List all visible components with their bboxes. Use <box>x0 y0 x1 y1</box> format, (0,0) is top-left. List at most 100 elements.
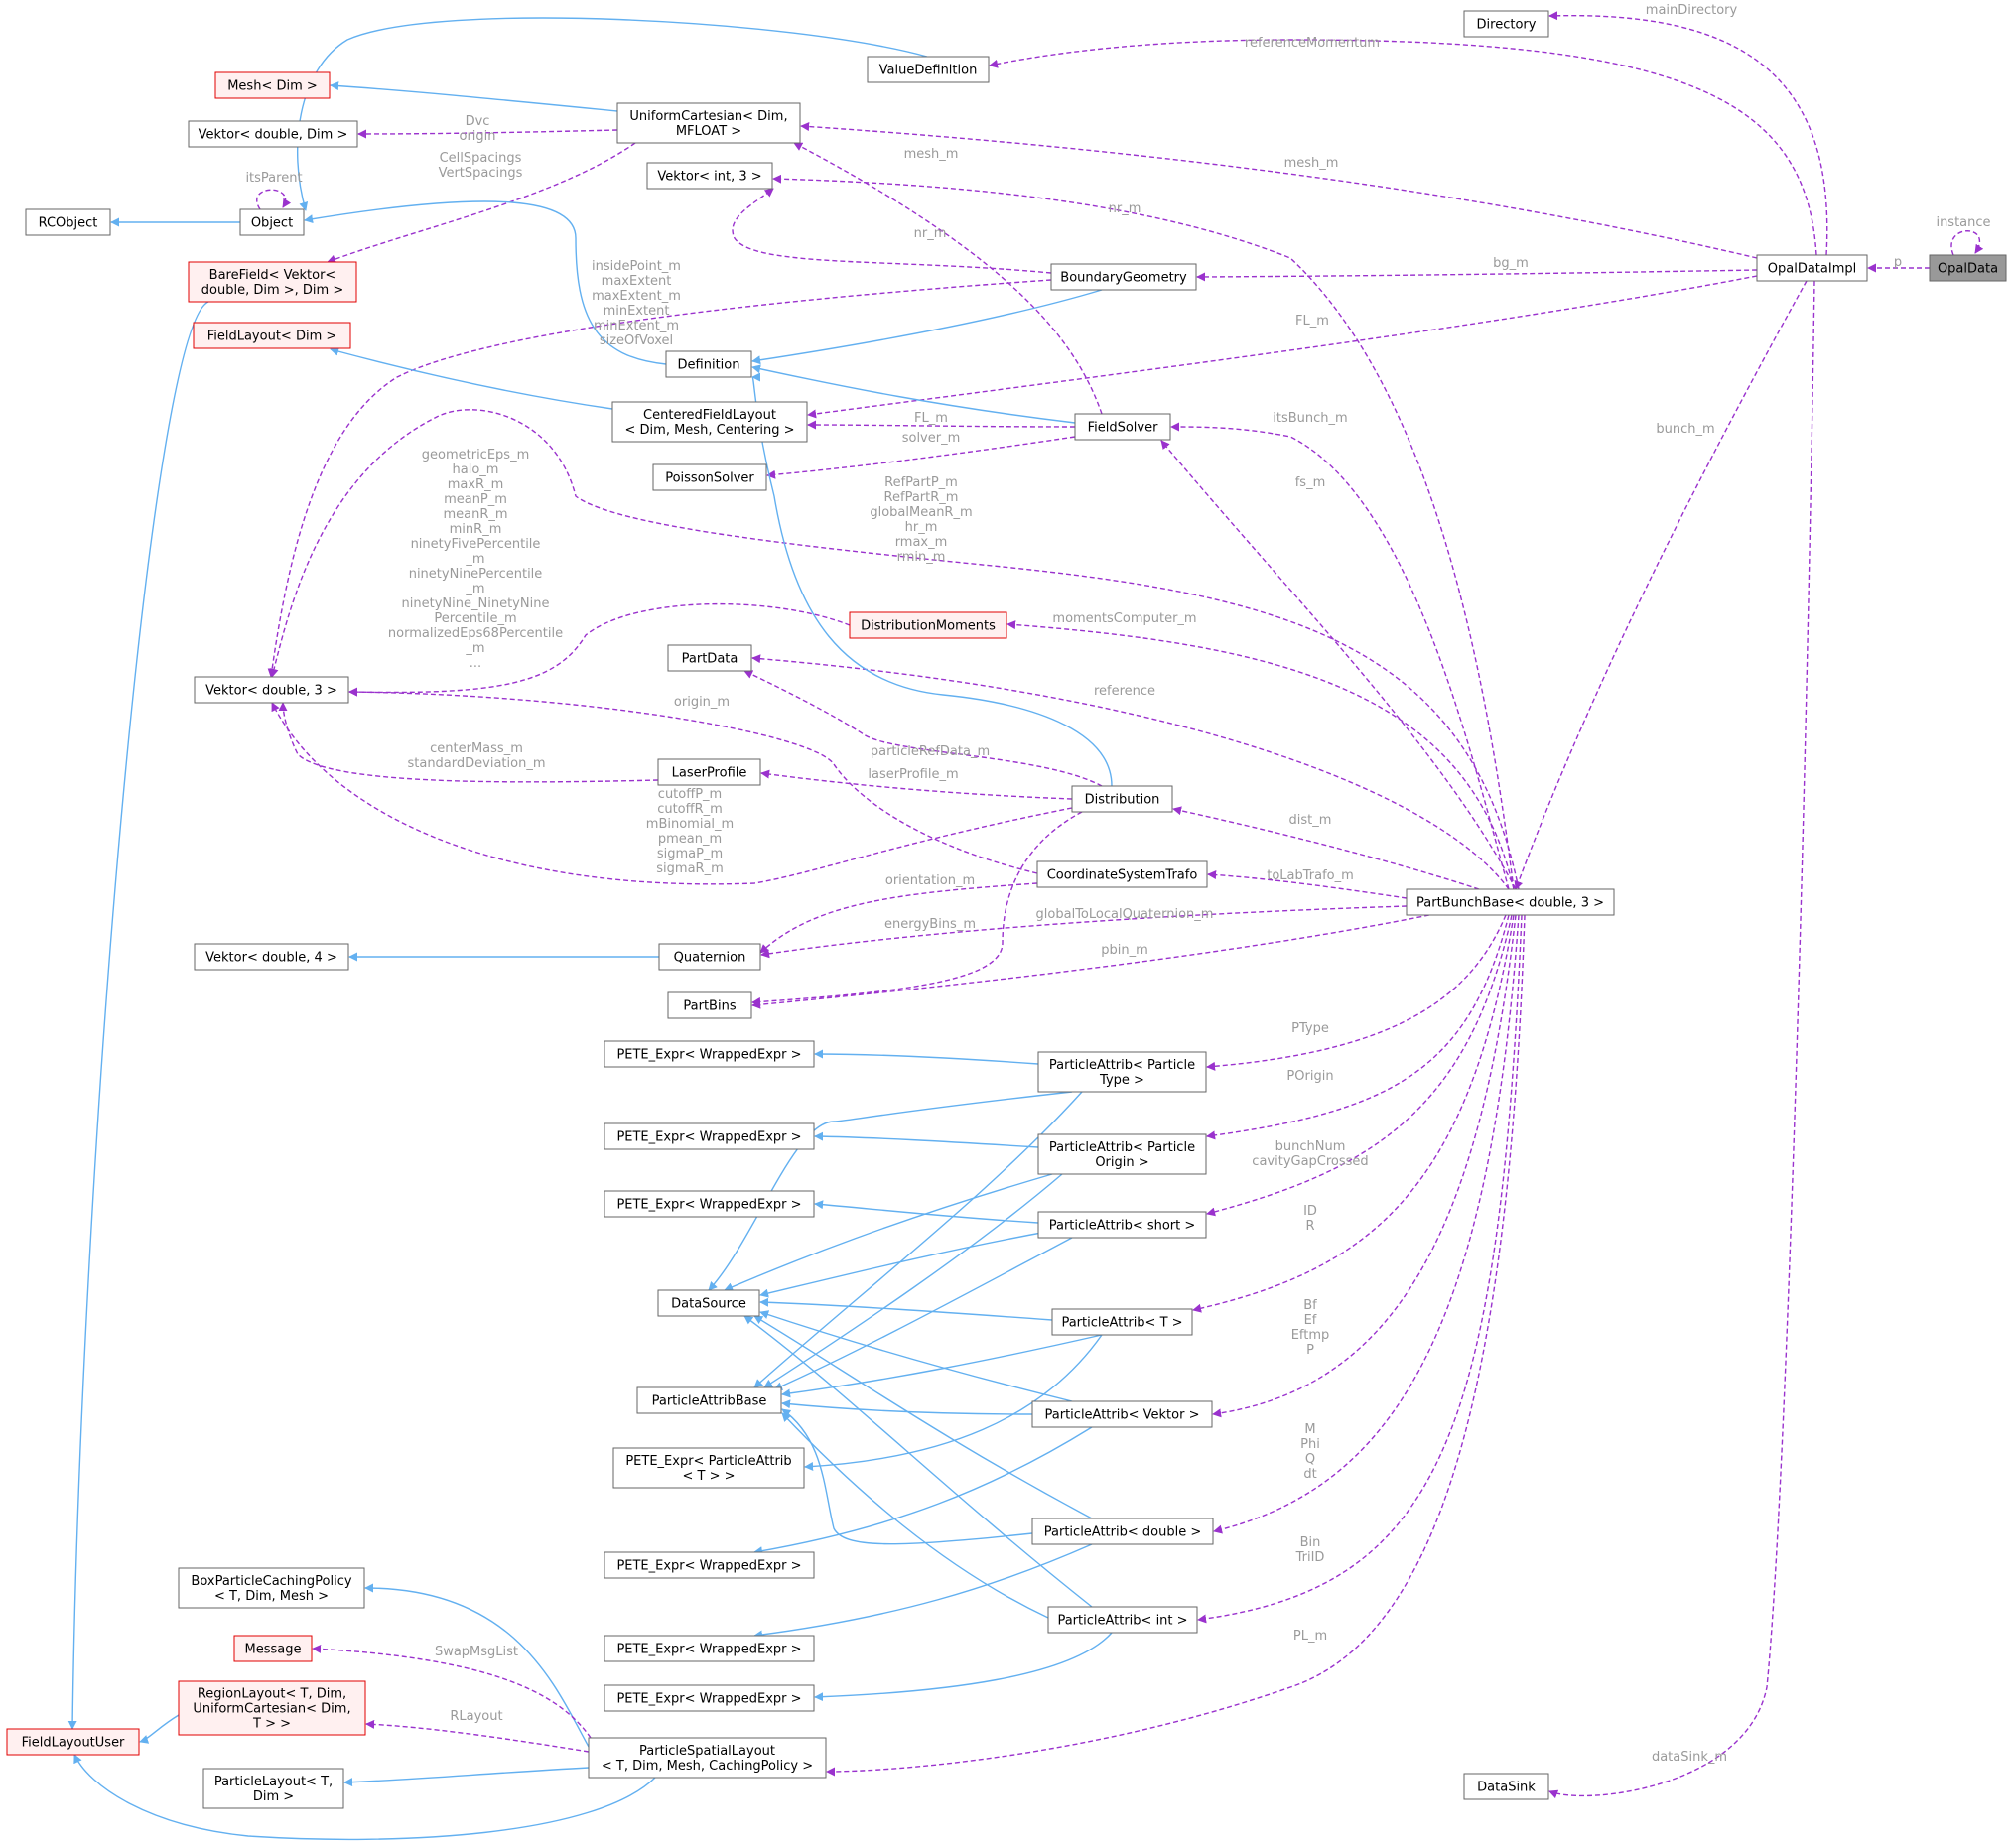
class-node-OpalDataImpl[interactable]: OpalDataImpl <box>1756 254 1868 282</box>
class-node-PADouble[interactable]: ParticleAttrib< double > <box>1031 1518 1214 1545</box>
class-node-RCObject[interactable]: RCObject <box>25 208 111 236</box>
class-node-label: Vektor< double, Dim > <box>199 128 348 143</box>
edge-label-ValueDefinition-OpalDataImpl: referenceMomentum <box>1245 36 1380 51</box>
class-node-PartData[interactable]: PartData <box>667 644 752 672</box>
class-node-MeshDim[interactable]: Mesh< Dim > <box>214 71 331 99</box>
class-node-box <box>1050 263 1197 291</box>
class-node-DataSink[interactable]: DataSink <box>1463 1773 1549 1800</box>
class-node-PETE6[interactable]: PETE_Expr< WrappedExpr > <box>604 1684 815 1712</box>
class-node-box <box>1406 888 1615 916</box>
class-node-BoundaryGeometry[interactable]: BoundaryGeometry <box>1050 263 1197 291</box>
class-node-PETE1[interactable]: PETE_Expr< WrappedExpr > <box>604 1040 815 1068</box>
class-node-LaserProfile[interactable]: LaserProfile <box>657 758 761 786</box>
class-node-label: CoordinateSystemTrafo <box>1047 868 1198 883</box>
class-node-box <box>652 463 767 491</box>
class-node-CoordinateSystemTrafo[interactable]: CoordinateSystemTrafo <box>1036 860 1208 888</box>
class-node-PAVektor[interactable]: ParticleAttrib< Vektor > <box>1031 1400 1213 1428</box>
class-node-PETEPA[interactable]: PETE_Expr< ParticleAttrib< T > > <box>612 1447 805 1489</box>
class-node-box <box>588 1737 827 1779</box>
class-node-box <box>1037 1211 1207 1239</box>
class-node-OpalData[interactable]: OpalData <box>1929 254 2007 282</box>
class-node-box <box>667 991 752 1019</box>
inheritance-edge-ParticleAttribBase-PAParticleOrigin <box>763 1173 1063 1388</box>
class-node-label: OpalDataImpl <box>1768 262 1856 277</box>
member-edge-VektorDouble3-PartBunchBase <box>269 409 1520 890</box>
class-node-VektorDouble4[interactable]: Vektor< double, 4 > <box>194 943 349 971</box>
class-node-ParticleLayout[interactable]: ParticleLayout< T,Dim > <box>202 1768 344 1809</box>
class-node-UniformCartesian[interactable]: UniformCartesian< Dim,MFLOAT > <box>616 102 801 144</box>
inheritance-edge-ParticleLayout-ParticleSpatialLayout <box>343 1767 590 1787</box>
member-edge-VektorInt3-BoundaryGeometry <box>732 188 1052 274</box>
edge-label-DistributionMoments-PartBunchBase: momentsComputer_m <box>1052 611 1196 626</box>
inheritance-edge-MeshDim-UniformCartesian <box>330 81 618 112</box>
class-node-Message[interactable]: Message <box>233 1635 313 1662</box>
class-node-Object[interactable]: Object <box>239 208 305 236</box>
class-node-ValueDefinition[interactable]: ValueDefinition <box>867 56 990 83</box>
class-node-box <box>178 1567 365 1609</box>
class-node-FieldLayoutUser[interactable]: FieldLayoutUser <box>6 1728 140 1756</box>
class-node-label: PETE_Expr< WrappedExpr > <box>616 1048 801 1063</box>
class-node-ParticleAttribBase[interactable]: ParticleAttribBase <box>636 1386 782 1414</box>
class-node-PAT[interactable]: ParticleAttrib< T > <box>1051 1308 1193 1336</box>
class-node-PartBunchBase[interactable]: PartBunchBase< double, 3 > <box>1406 888 1615 916</box>
member-edge-LaserProfile-Distribution <box>760 769 1073 800</box>
inheritance-edge-ParticleAttribBase-PAShort <box>773 1237 1073 1390</box>
class-node-Definition[interactable]: Definition <box>665 350 752 378</box>
class-node-BareField[interactable]: BareField< Vektor<double, Dim >, Dim > <box>188 261 357 303</box>
class-node-box <box>604 1635 815 1662</box>
class-node-FieldLayoutDim[interactable]: FieldLayout< Dim > <box>193 322 351 349</box>
class-node-DistributionMoments[interactable]: DistributionMoments <box>849 611 1007 639</box>
inheritance-edge-DataSource-PAT <box>759 1297 1053 1321</box>
member-edge-PartBins-PartBunchBase <box>751 914 1430 1009</box>
class-node-Directory[interactable]: Directory <box>1463 10 1549 38</box>
class-node-BoxParticleCachingPolicy[interactable]: BoxParticleCachingPolicy< T, Dim, Mesh > <box>178 1567 365 1609</box>
class-node-PETE4[interactable]: PETE_Expr< WrappedExpr > <box>604 1551 815 1579</box>
class-node-label: ParticleLayout< T,Dim > <box>214 1775 333 1804</box>
class-node-label: PartBins <box>683 999 736 1014</box>
class-node-RegionLayout[interactable]: RegionLayout< T, Dim,UniformCartesian< D… <box>178 1680 366 1736</box>
class-node-PoissonSolver[interactable]: PoissonSolver <box>652 463 767 491</box>
class-node-PETE5[interactable]: PETE_Expr< WrappedExpr > <box>604 1635 815 1662</box>
class-node-DataSource[interactable]: DataSource <box>657 1289 760 1317</box>
class-node-ParticleSpatialLayout[interactable]: ParticleSpatialLayout< T, Dim, Mesh, Cac… <box>588 1737 827 1779</box>
class-node-Distribution[interactable]: Distribution <box>1071 785 1173 813</box>
class-node-PartBins[interactable]: PartBins <box>667 991 752 1019</box>
class-node-box <box>1463 10 1549 38</box>
class-node-box <box>214 71 331 99</box>
member-edge-FieldSolver-PartBunchBase <box>1170 422 1510 890</box>
edge-label-CenteredFieldLayout-FieldSolver: FL_m <box>914 411 948 426</box>
member-edge-PAVektor-PartBunchBase <box>1212 914 1517 1418</box>
class-node-PETE2[interactable]: PETE_Expr< WrappedExpr > <box>604 1122 815 1150</box>
inheritance-edge-FieldLayoutUser-RegionLayout <box>139 1714 180 1744</box>
class-node-CenteredFieldLayout[interactable]: CenteredFieldLayout< Dim, Mesh, Centerin… <box>611 401 808 443</box>
class-node-box <box>1463 1773 1549 1800</box>
class-node-PAShort[interactable]: ParticleAttrib< short > <box>1037 1211 1207 1239</box>
class-node-box <box>239 208 305 236</box>
class-node-label: ParticleAttrib< short > <box>1049 1219 1196 1234</box>
member-edge-ParticleSpatialLayout-PartBunchBase <box>826 914 1526 1777</box>
class-node-label: DistributionMoments <box>861 619 996 634</box>
class-node-box <box>1037 1133 1207 1175</box>
class-node-VektorInt3[interactable]: Vektor< int, 3 > <box>646 162 773 190</box>
class-node-box <box>657 1289 760 1317</box>
edge-label-VektorInt3-BoundaryGeometry: nr_m <box>914 226 947 241</box>
member-edge-FieldSolver-PartBunchBase <box>1160 440 1517 890</box>
class-node-PAInt[interactable]: ParticleAttrib< int > <box>1047 1606 1198 1634</box>
class-node-label: ParticleAttrib< Vektor > <box>1045 1408 1200 1423</box>
inheritance-edge-Definition-FieldSolver <box>751 364 1076 424</box>
class-node-Quaternion[interactable]: Quaternion <box>658 943 761 971</box>
class-node-PETE3[interactable]: PETE_Expr< WrappedExpr > <box>604 1190 815 1218</box>
class-node-VektorDoubleDim[interactable]: Vektor< double, Dim > <box>188 120 358 148</box>
class-node-VektorDouble3[interactable]: Vektor< double, 3 > <box>194 676 349 704</box>
edge-label-PAParticleOrigin-PartBunchBase: POrigin <box>1286 1069 1333 1084</box>
class-node-FieldSolver[interactable]: FieldSolver <box>1074 413 1171 441</box>
class-node-box <box>604 1040 815 1068</box>
member-edge-UniformCartesian-OpalDataImpl <box>800 122 1758 259</box>
class-node-label: ValueDefinition <box>879 64 978 78</box>
